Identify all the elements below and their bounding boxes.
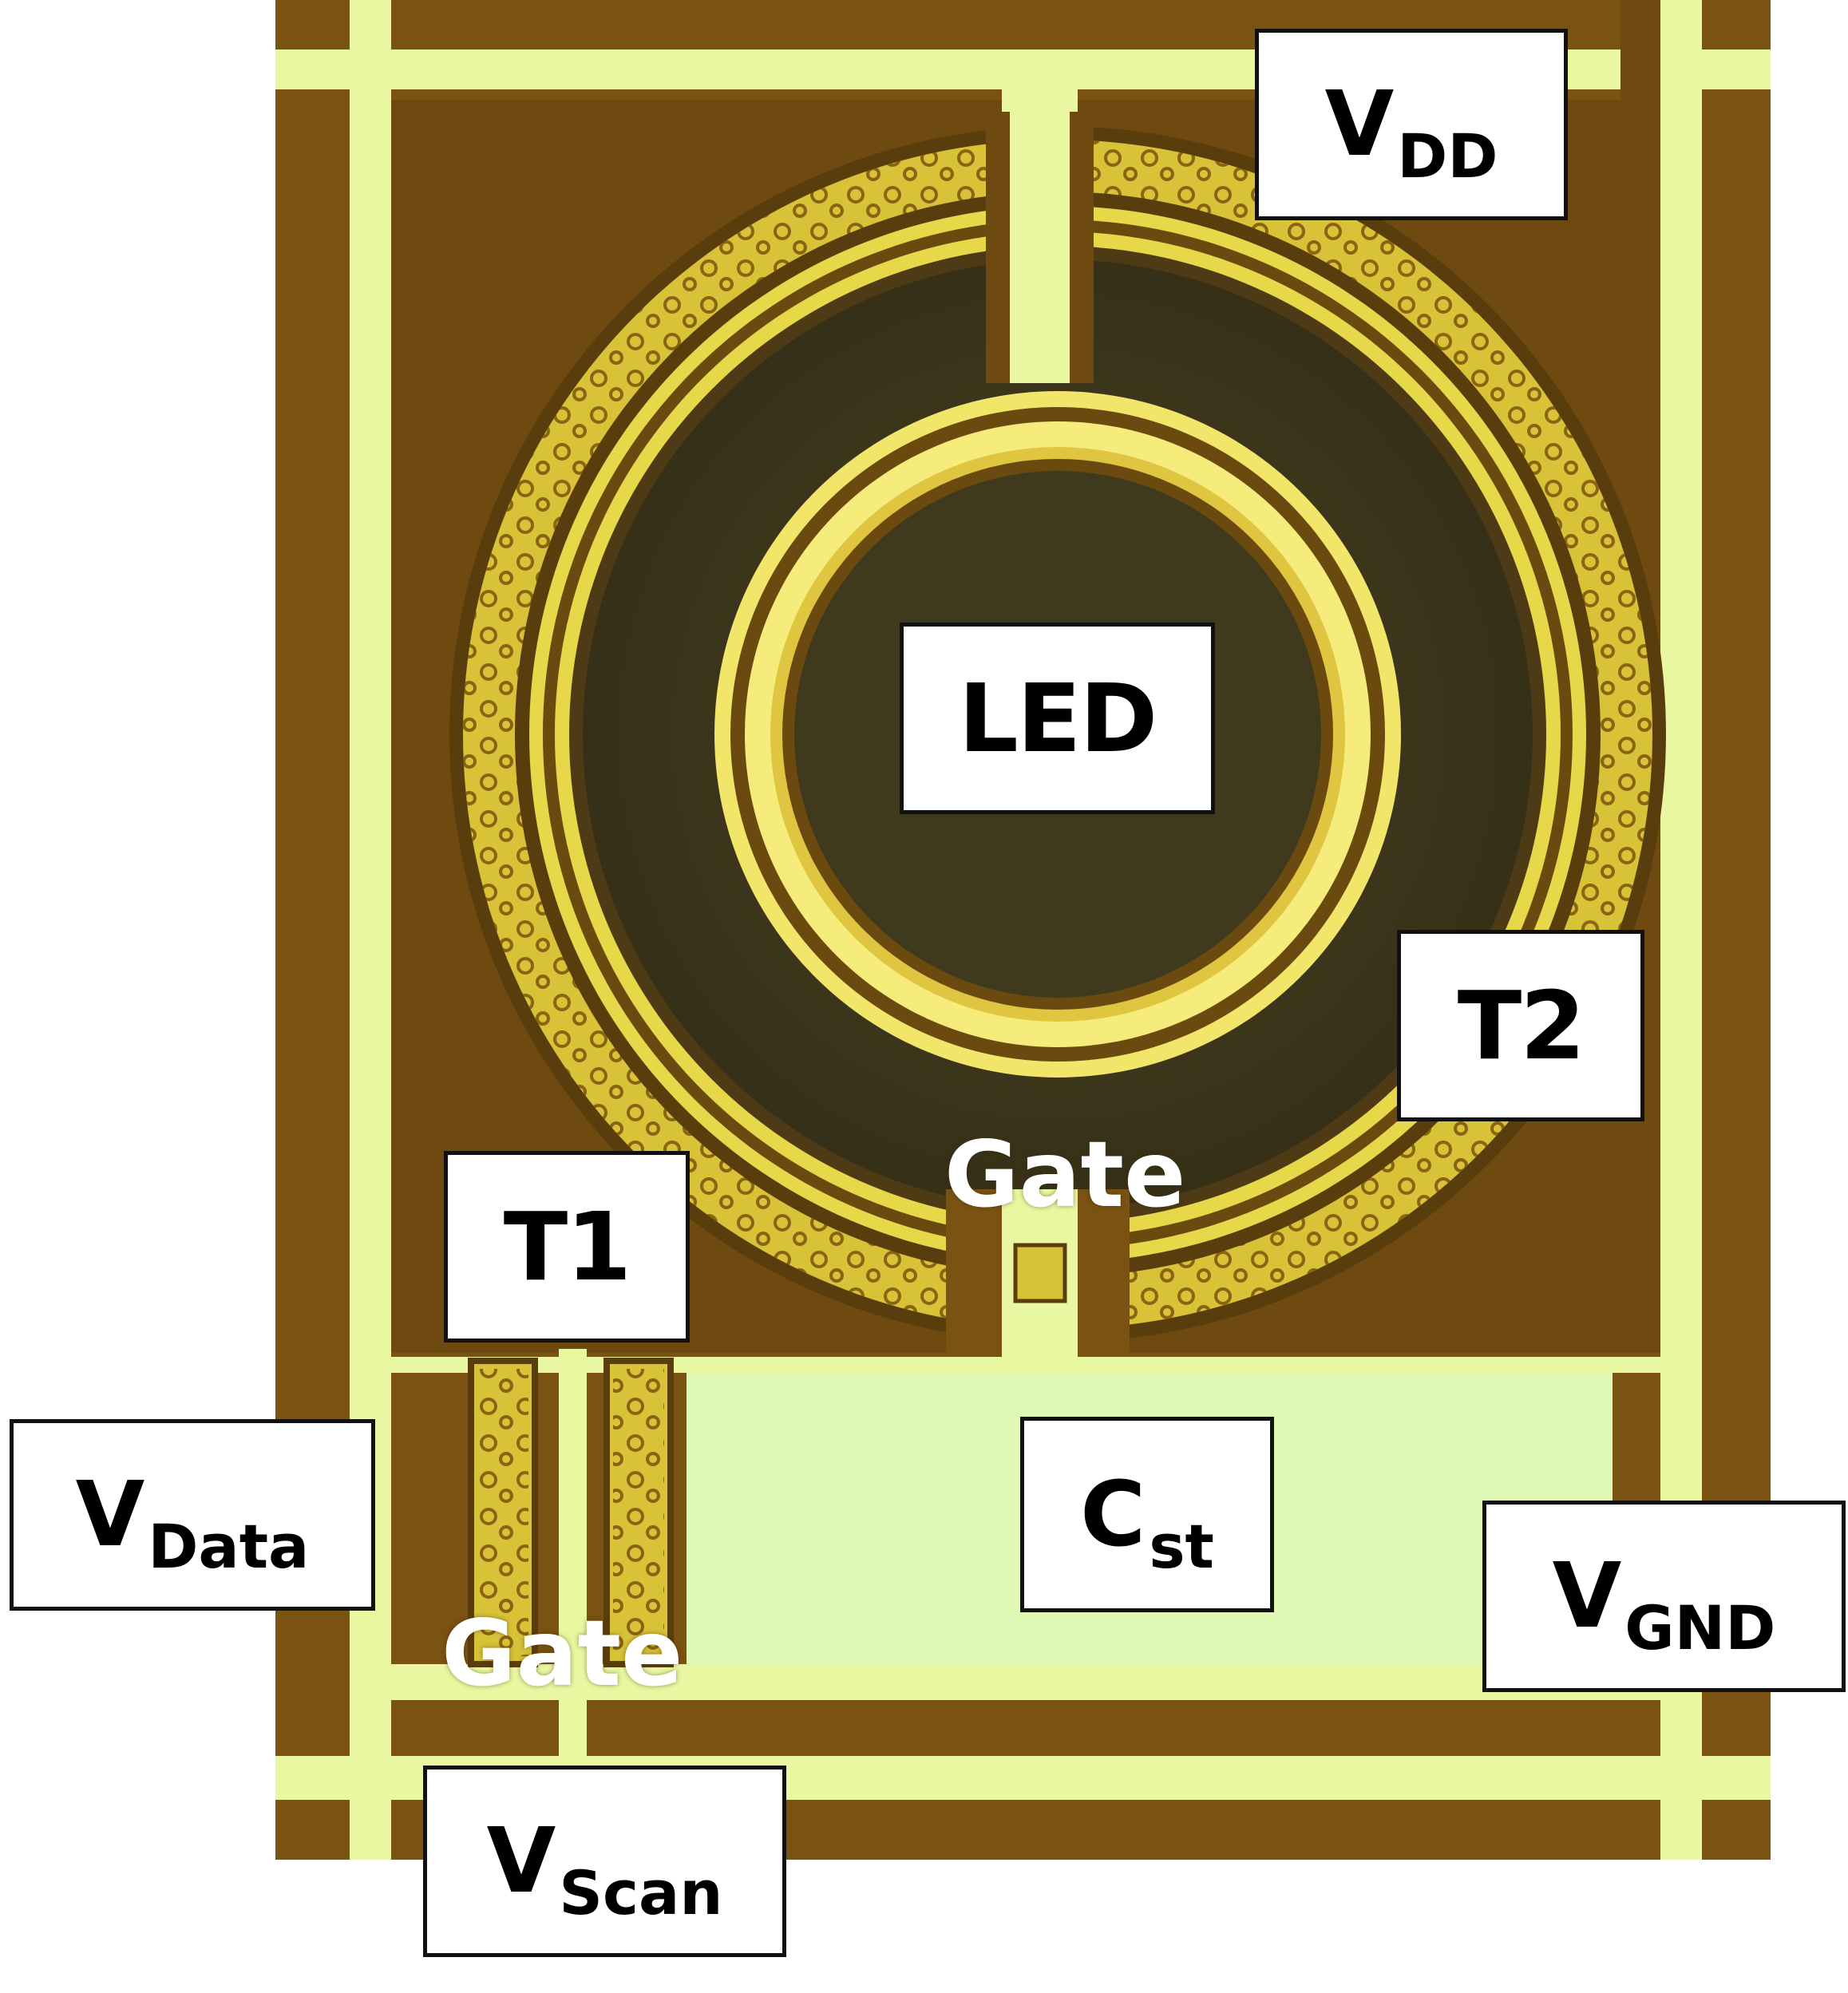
vdd-label-sub: DD bbox=[1397, 121, 1498, 192]
t2-label-text: T2 bbox=[1457, 971, 1586, 1081]
led-label-text: LED bbox=[958, 663, 1158, 773]
vdd-bridge bbox=[1010, 112, 1070, 383]
cst-label-sub: st bbox=[1149, 1510, 1214, 1582]
vscan-label-sub: Scan bbox=[559, 1857, 723, 1928]
t1-label-text: T1 bbox=[503, 1192, 632, 1302]
scan-stem bbox=[559, 1349, 587, 1756]
t1-label: T1 bbox=[444, 1151, 690, 1343]
vdd-label-main: V bbox=[1324, 73, 1395, 176]
cst-label-main: C bbox=[1080, 1462, 1146, 1567]
vdata-label-sub: Data bbox=[148, 1511, 310, 1582]
vdata-label-main: V bbox=[75, 1463, 145, 1567]
t2-gate-label: Gate bbox=[944, 1121, 1186, 1228]
vgnd-connector bbox=[1620, 0, 1660, 479]
t1-gate-label: Gate bbox=[441, 1600, 683, 1706]
led-label: LED bbox=[900, 623, 1215, 814]
t2-label: T2 bbox=[1397, 930, 1644, 1121]
capacitor-bar-bottom bbox=[391, 1664, 1660, 1700]
vgnd-label-main: V bbox=[1552, 1544, 1622, 1648]
vgnd-label-sub: GND bbox=[1624, 1592, 1776, 1663]
vscan-label-main: V bbox=[486, 1809, 556, 1913]
